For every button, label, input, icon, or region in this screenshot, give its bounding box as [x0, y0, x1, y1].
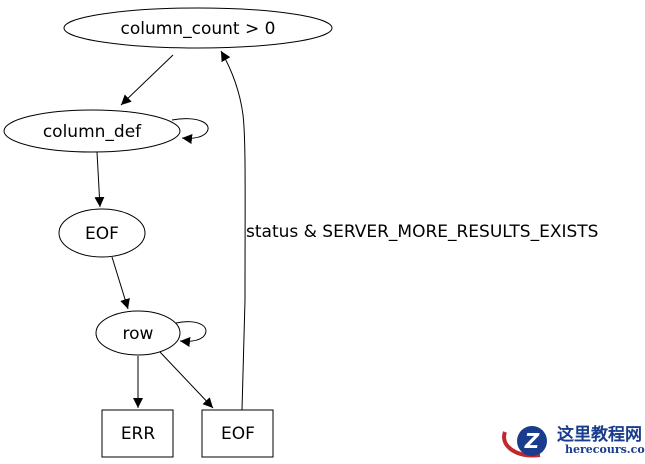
node-eof-box — [201, 409, 274, 458]
watermark-url: herecours.com — [565, 443, 645, 456]
node-eof — [58, 208, 146, 258]
label-eof-box: EOF — [221, 424, 255, 444]
edge-label-more-results: status & SERVER_MORE_RESULTS_EXISTS — [246, 222, 598, 242]
watermark-title: 这里教程网 — [557, 425, 642, 445]
label-eof: EOF — [85, 224, 119, 244]
edge-eof-box-to-column-count — [220, 50, 246, 411]
label-column-count: column_count > 0 — [121, 19, 276, 39]
edge-row-self-loop — [175, 321, 207, 347]
edge-eof-to-row — [111, 256, 130, 310]
label-column-def: column_def — [43, 122, 142, 142]
watermark: 这里教程网 herecours.com — [497, 418, 645, 464]
node-row — [95, 310, 181, 356]
edge-column-def-self-loop — [171, 118, 209, 144]
label-err: ERR — [121, 424, 156, 444]
label-row: row — [123, 324, 154, 344]
node-column-def — [3, 109, 181, 153]
svg-text:Z: Z — [524, 429, 540, 453]
edge-column-def-to-eof — [94, 151, 105, 208]
node-err — [101, 409, 174, 458]
edge-row-to-eof-box — [159, 351, 214, 409]
edge-column-count-to-column-def — [120, 54, 174, 106]
node-column-count — [63, 7, 333, 49]
watermark-logo-icon: Z — [502, 426, 547, 458]
